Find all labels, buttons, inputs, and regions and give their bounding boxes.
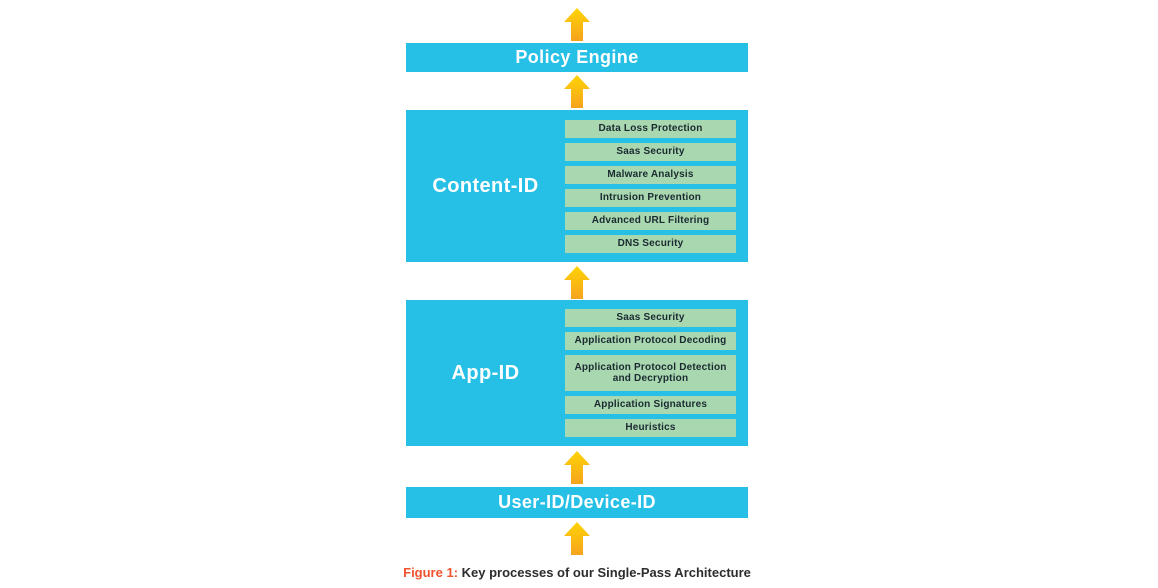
- figure-caption-prefix: Figure 1:: [403, 565, 459, 580]
- process-item: Malware Analysis: [565, 165, 736, 184]
- up-arrow-icon: [564, 451, 590, 484]
- figure-caption: Figure 1: Key processes of our Single-Pa…: [372, 565, 782, 580]
- up-arrow-icon: [564, 522, 590, 555]
- user-id-device-id-bar: User-ID/Device-ID: [406, 487, 748, 518]
- process-item: Application Signatures: [565, 396, 736, 414]
- content-id-label: Content-ID: [432, 174, 539, 197]
- up-arrow-icon: [564, 75, 590, 108]
- figure-caption-text: Key processes of our Single-Pass Archite…: [461, 565, 751, 580]
- policy-engine-label: Policy Engine: [515, 47, 639, 67]
- process-item: Heuristics: [565, 419, 736, 437]
- process-item: Intrusion Prevention: [565, 188, 736, 207]
- single-pass-architecture-diagram: Policy Engine Content-ID Data Loss Prote…: [403, 0, 751, 580]
- process-item: Application Protocol Detection and Decry…: [565, 355, 736, 391]
- process-item: Saas Security: [565, 142, 736, 161]
- process-item: Application Protocol Decoding: [565, 332, 736, 350]
- content-id-items: Data Loss Protection Saas Security Malwa…: [565, 119, 736, 253]
- up-arrow-icon: [564, 266, 590, 299]
- content-id-block: Content-ID Data Loss Protection Saas Sec…: [406, 110, 748, 262]
- policy-engine-bar: Policy Engine: [406, 43, 748, 72]
- process-item: Advanced URL Filtering: [565, 211, 736, 230]
- up-arrow-icon: [564, 8, 590, 41]
- app-id-items: Saas Security Application Protocol Decod…: [565, 309, 736, 437]
- app-id-label: App-ID: [451, 361, 520, 384]
- process-item: Data Loss Protection: [565, 119, 736, 138]
- process-item: Saas Security: [565, 309, 736, 327]
- user-id-device-id-label: User-ID/Device-ID: [498, 492, 656, 512]
- app-id-block: App-ID Saas Security Application Protoco…: [406, 300, 748, 446]
- process-item: DNS Security: [565, 234, 736, 253]
